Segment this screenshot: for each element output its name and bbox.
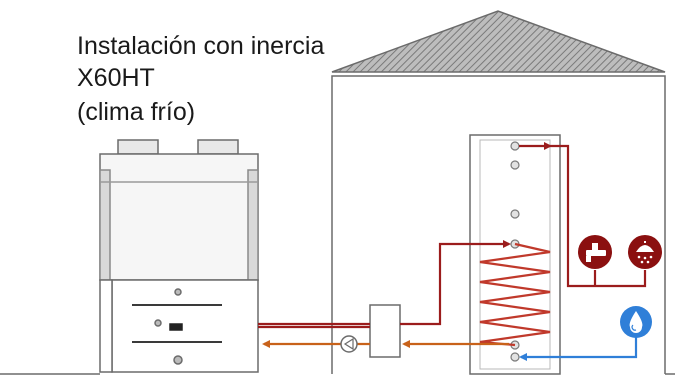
cold-water-pipe [521,336,638,359]
water-drop-icon [620,306,652,338]
coil-return-arrow [402,340,410,348]
shower-icon [628,235,662,269]
heat-pump-unit [99,139,259,373]
cold-water-arrow [519,353,527,361]
title-line-2: X60HT [77,64,155,92]
heating-coil [479,242,551,347]
coil-supply-pipe [400,242,509,326]
hydraulic-separator [369,304,401,358]
house-walls [331,75,666,374]
supply-pipe [258,322,370,329]
storage-tank [469,134,561,375]
return-arrow [262,340,270,348]
coil-supply-arrow [503,240,511,248]
house-roof [331,10,666,73]
title-line-1: Instalación con inercia [77,32,325,60]
faucet-icon [578,235,612,269]
hot-water-arrow [544,142,552,150]
pump-icon [340,335,358,353]
house [331,10,666,374]
title-line-3: (clima frío) [77,98,196,126]
